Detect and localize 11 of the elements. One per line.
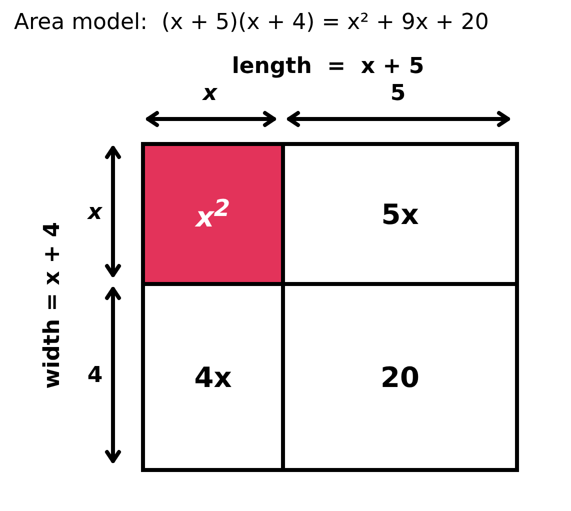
area-term: x$^{2}$ [196, 194, 230, 234]
area-term: 5x [381, 198, 419, 230]
area-term: 20 [380, 360, 420, 394]
dimension-label: width = x + 4 [40, 222, 64, 388]
title: Area model: (x + 5)(x + 4) = x² + 9x + 20 [14, 10, 489, 35]
area-term: 4x [194, 360, 232, 394]
dimension-label: length = x + 5 [232, 54, 424, 78]
dimension-label: 5 [390, 80, 406, 106]
dimension-label: x [202, 80, 218, 106]
dimension-label: x [88, 200, 102, 224]
dimension-label: 4 [87, 362, 103, 388]
